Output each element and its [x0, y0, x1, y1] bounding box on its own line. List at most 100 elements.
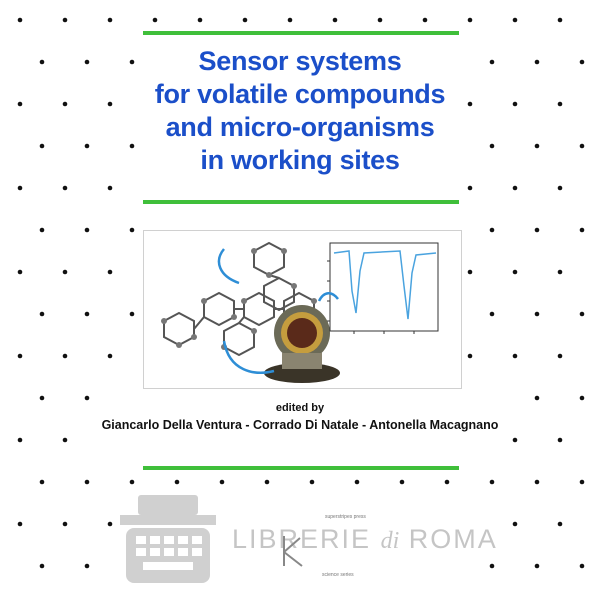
decor-dot — [579, 395, 585, 401]
decor-dot — [287, 17, 293, 23]
decor-dot — [557, 521, 563, 527]
decor-dot — [579, 59, 585, 65]
decor-dot — [467, 17, 473, 23]
decor-dot — [84, 395, 90, 401]
decor-dot — [557, 437, 563, 443]
decor-dot — [107, 185, 113, 191]
decor-dot — [17, 269, 23, 275]
decor-dot — [557, 185, 563, 191]
decor-dot — [39, 143, 45, 149]
decor-dot — [557, 17, 563, 23]
decor-dot — [107, 101, 113, 107]
decor-dot — [84, 143, 90, 149]
decor-dot — [84, 311, 90, 317]
decor-dot — [557, 269, 563, 275]
decor-dot — [557, 353, 563, 359]
decor-dot — [129, 311, 135, 317]
mid-green-bar — [143, 200, 459, 204]
title-line-4: in working sites — [200, 145, 400, 175]
decor-dot — [17, 353, 23, 359]
decor-dot — [62, 437, 68, 443]
decor-dot — [422, 17, 428, 23]
decor-dot — [534, 563, 540, 569]
decor-dot — [17, 521, 23, 527]
decor-dot — [579, 227, 585, 233]
decor-dot — [62, 353, 68, 359]
decor-dot — [512, 437, 518, 443]
decor-dot — [62, 185, 68, 191]
decor-dot — [534, 143, 540, 149]
decor-dot — [62, 521, 68, 527]
decor-dot — [264, 479, 270, 485]
decor-dot — [39, 59, 45, 65]
decor-dot — [39, 479, 45, 485]
decor-dot — [107, 521, 113, 527]
top-green-bar — [143, 31, 459, 35]
decor-dot — [579, 563, 585, 569]
response-plot — [327, 242, 439, 334]
decor-dot — [17, 185, 23, 191]
decor-dot — [467, 353, 473, 359]
decor-dot — [512, 185, 518, 191]
decor-dot — [62, 269, 68, 275]
decor-dot — [39, 563, 45, 569]
sensor-device — [264, 305, 340, 383]
decor-dot — [489, 479, 495, 485]
decor-dot — [489, 311, 495, 317]
decor-dot — [17, 437, 23, 443]
decor-dot — [84, 227, 90, 233]
decor-dot — [332, 17, 338, 23]
decor-dot — [489, 227, 495, 233]
decor-dot — [512, 521, 518, 527]
bottom-green-bar — [143, 466, 459, 470]
decor-dot — [174, 479, 180, 485]
decor-dot — [377, 17, 383, 23]
decor-dot — [534, 479, 540, 485]
decor-dot — [84, 59, 90, 65]
watermark-di: di — [380, 528, 400, 554]
decor-dot — [579, 311, 585, 317]
decor-dot — [17, 17, 23, 23]
molecule-model — [163, 241, 315, 357]
edited-by-label: edited by — [275, 402, 325, 414]
decor-dot — [489, 143, 495, 149]
decor-dot — [512, 17, 518, 23]
decor-dot — [534, 395, 540, 401]
decor-dot — [129, 143, 135, 149]
decor-dot — [399, 479, 405, 485]
illustration-graphic — [161, 241, 439, 383]
decor-dot — [309, 479, 315, 485]
typewriter-icon — [120, 495, 216, 583]
decor-dot — [489, 563, 495, 569]
title-line-2: for volatile compounds — [154, 79, 446, 109]
decor-dot — [579, 479, 585, 485]
decor-dot — [129, 227, 135, 233]
decor-dot — [39, 227, 45, 233]
title-line-3: and micro-organisms — [165, 112, 435, 142]
title-line-1: Sensor systems — [198, 46, 402, 76]
watermark-text: LIBRERIE di ROMA — [232, 524, 498, 555]
decor-dot — [107, 353, 113, 359]
book-title: Sensor systems for volatile compounds an… — [110, 45, 490, 177]
series-label: science series — [322, 572, 354, 578]
decor-dot — [512, 101, 518, 107]
decor-dot — [107, 17, 113, 23]
decor-dot — [62, 101, 68, 107]
decor-dot — [534, 59, 540, 65]
decor-dot — [84, 479, 90, 485]
decor-dot — [534, 311, 540, 317]
decor-dot — [534, 227, 540, 233]
decor-dot — [17, 101, 23, 107]
publisher-label: superstripes press — [325, 514, 366, 520]
publisher-logo-icon — [283, 536, 303, 567]
decor-dot — [197, 17, 203, 23]
editors-names: Giancarlo Della Ventura - Corrado Di Nat… — [101, 418, 499, 432]
decor-dot — [489, 59, 495, 65]
decor-dot — [129, 59, 135, 65]
decor-dot — [444, 479, 450, 485]
watermark-librerie: LIBRERIE — [232, 524, 372, 554]
decor-dot — [39, 311, 45, 317]
decor-dot — [39, 395, 45, 401]
